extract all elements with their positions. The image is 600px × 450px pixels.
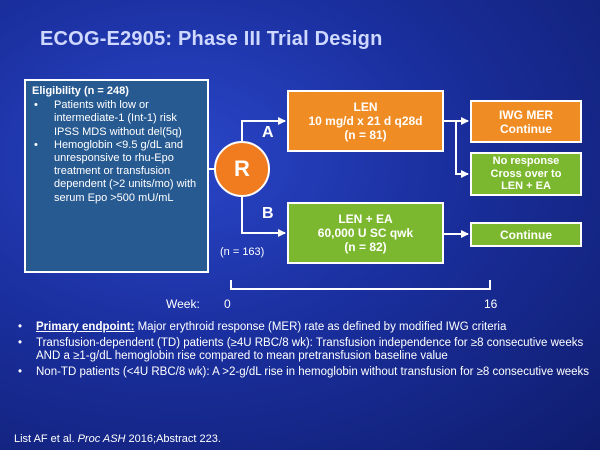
continue-box: Continue xyxy=(470,222,582,247)
timeline-label: Week: xyxy=(166,297,200,311)
noresp-line2: Cross over to xyxy=(490,167,562,180)
bullet-icon: • xyxy=(18,336,23,349)
len-to-noresponse-arrow xyxy=(455,121,469,178)
endpoint-notes: • Primary endpoint: Major erythroid resp… xyxy=(14,321,590,381)
arm-b-line2: 60,000 U SC qwk xyxy=(317,226,414,240)
timeline-end: 16 xyxy=(484,297,498,311)
arm-b-arrow xyxy=(241,197,286,237)
randomized-count: (n = 163) xyxy=(220,246,265,258)
citation: List AF et al. Proc ASH 2016;Abstract 22… xyxy=(14,433,221,445)
randomization-circle: R xyxy=(214,141,270,197)
eligibility-criteria-list: •Patients with low or intermediate-1 (In… xyxy=(32,99,201,205)
note-item: • Non-TD patients (<4U RBC/8 wk): A >2-g… xyxy=(14,366,590,380)
primary-endpoint-text: Major erythroid response (MER) rate as d… xyxy=(134,321,507,333)
arm-a-box: LEN 10 mg/d x 21 d q28d (n = 81) xyxy=(287,90,444,152)
citation-rest: 2016;Abstract 223. xyxy=(125,433,221,445)
eligibility-criterion: •Hemoglobin <9.5 g/dL and unresponsive t… xyxy=(34,138,197,204)
page-title: ECOG-E2905: Phase III Trial Design xyxy=(40,28,383,50)
note-item: • Primary endpoint: Major erythroid resp… xyxy=(14,321,590,335)
noresp-line1: No response xyxy=(492,155,560,168)
primary-endpoint-label: Primary endpoint: xyxy=(36,321,135,333)
iwg-mer-box: IWG MER Continue xyxy=(470,100,582,143)
arm-a-line2: 10 mg/d x 21 d q28d xyxy=(308,114,423,128)
eligibility-criterion: •Patients with low or intermediate-1 (In… xyxy=(34,99,182,138)
continue-label: Continue xyxy=(500,227,552,242)
arm-b-line1: LEN + EA xyxy=(338,212,393,226)
arm-a-line1: LEN xyxy=(353,100,378,114)
noresp-line3: LEN + EA xyxy=(501,180,551,193)
eligibility-box: Eligibility (n = 248) •Patients with low… xyxy=(24,79,209,273)
bullet-icon: • xyxy=(34,99,38,112)
arm-a-line3: (n = 81) xyxy=(344,128,387,142)
td-criteria-text: Transfusion-dependent (TD) patients (≥4U… xyxy=(36,336,584,363)
arm-b-line3: (n = 82) xyxy=(344,240,387,254)
no-response-box: No response Cross over to LEN + EA xyxy=(470,152,582,196)
ntd-criteria-text: Non-TD patients (<4U RBC/8 wk): A >2-g/d… xyxy=(36,365,590,378)
citation-authors: List AF et al. xyxy=(14,433,78,445)
arm-a-label: A xyxy=(262,124,274,141)
iwg-line1: IWG MER xyxy=(499,107,553,122)
arm-b-box: LEN + EA 60,000 U SC qwk (n = 82) xyxy=(287,202,444,264)
randomization-symbol: R xyxy=(234,156,250,181)
timeline-start: 0 xyxy=(224,297,231,311)
bullet-icon: • xyxy=(18,365,23,378)
note-item: • Transfusion-dependent (TD) patients (≥… xyxy=(14,337,590,364)
arm-a-arrow xyxy=(241,117,286,141)
timeline-bracket xyxy=(230,280,491,290)
arm-b-label: B xyxy=(262,205,274,222)
bullet-icon: • xyxy=(34,138,38,151)
citation-journal: Proc ASH xyxy=(77,433,126,445)
bullet-icon: • xyxy=(18,321,23,333)
eligibility-header: Eligibility (n = 248) xyxy=(32,85,129,97)
iwg-line2: Continue xyxy=(500,121,552,136)
